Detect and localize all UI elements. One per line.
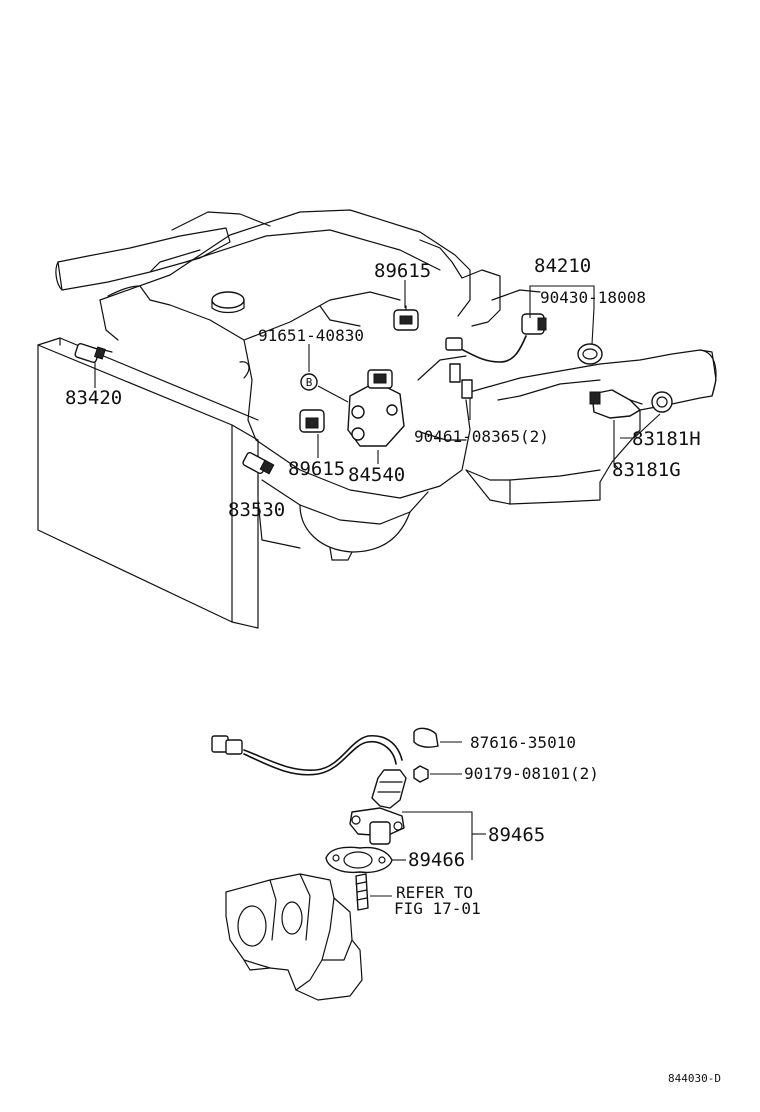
diagram-reference-code: 844030-D xyxy=(668,1072,721,1085)
label-89466: 89466 xyxy=(408,849,465,871)
label-91651: 91651-40830 xyxy=(258,326,364,345)
label-90179: 90179-08101(2) xyxy=(464,764,599,783)
label-refer-line1: REFER TO xyxy=(396,883,473,902)
label-84210: 84210 xyxy=(534,255,591,277)
part-83420-sensor[interactable] xyxy=(74,343,113,363)
part-83181g-sensor[interactable] xyxy=(589,389,643,419)
label-83181h: 83181H xyxy=(632,428,701,450)
leader-91651-to-switch xyxy=(317,385,349,403)
label-89615-upper: 89615 xyxy=(374,260,431,282)
label-90461: 90461-08365(2) xyxy=(414,427,549,446)
part-89466-gasket[interactable] xyxy=(325,846,393,874)
part-90430-gasket[interactable] xyxy=(577,343,603,365)
marker-b-circle xyxy=(300,373,318,391)
part-90179-nut[interactable] xyxy=(413,765,429,783)
leader-84210-bracket xyxy=(529,285,595,308)
label-84540: 84540 xyxy=(348,464,405,486)
part-83530-sensor[interactable] xyxy=(242,452,275,475)
label-89465: 89465 xyxy=(488,824,545,846)
engine-block xyxy=(37,209,717,629)
part-stud[interactable] xyxy=(355,873,369,911)
part-83181h-gasket[interactable] xyxy=(651,391,673,413)
label-refer-line2: FIG 17-01 xyxy=(394,899,481,918)
o2-sensor-harness[interactable] xyxy=(211,735,403,776)
leader-83181h xyxy=(620,413,661,439)
label-83530: 83530 xyxy=(228,499,285,521)
part-84540-switch[interactable] xyxy=(347,369,405,447)
part-89615-upper-sensor[interactable] xyxy=(393,305,419,331)
part-89615-lower-sensor[interactable] xyxy=(299,409,325,433)
label-90430: 90430-18008 xyxy=(540,288,646,307)
label-83420: 83420 xyxy=(65,387,122,409)
exhaust-manifold xyxy=(225,873,363,1001)
part-87616-clamp[interactable] xyxy=(413,727,439,748)
label-87616: 87616-35010 xyxy=(470,733,576,752)
part-89465-o2-sensor[interactable] xyxy=(349,769,407,845)
part-84210-sensor-harness[interactable] xyxy=(445,313,547,363)
part-90461-clamp[interactable] xyxy=(449,363,473,399)
label-89615-lower: 89615 xyxy=(288,458,345,480)
leader-89465-bracket xyxy=(402,811,473,860)
leader-83181g xyxy=(613,420,619,469)
marker-b-label: B xyxy=(306,376,313,389)
label-83181g: 83181G xyxy=(612,459,681,481)
leader-90430 xyxy=(591,307,595,345)
